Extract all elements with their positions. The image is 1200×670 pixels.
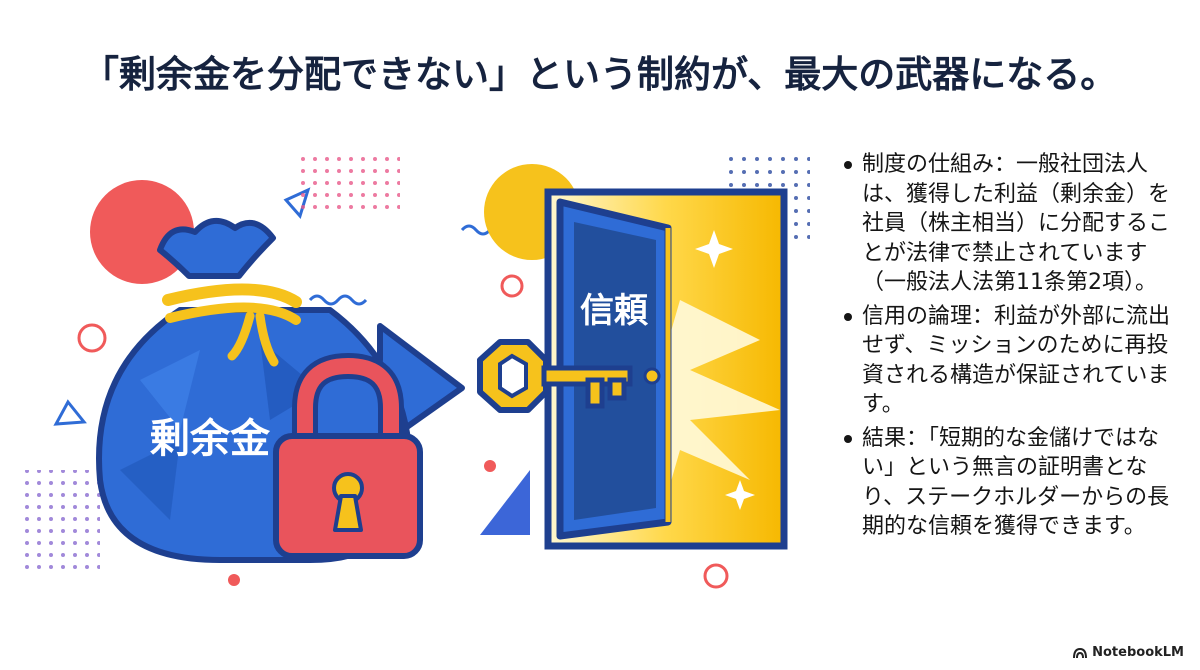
- brand-label: NotebookLM: [1092, 645, 1184, 660]
- sparkle-icon: [695, 230, 733, 268]
- key-icon: [477, 339, 633, 413]
- decor-ring-3: [703, 563, 729, 589]
- brand-footer: NotebookLM: [1073, 645, 1184, 660]
- decor-dot-2: [484, 460, 496, 472]
- decor-dots-pink: [300, 150, 400, 210]
- notebooklm-logo-icon: [1073, 647, 1088, 658]
- decor-ring-2: [500, 274, 524, 298]
- bullet-list: 制度の仕組み：一般社団法人は、獲得した利益（剰余金）を社員（株主相当）に分配する…: [842, 150, 1172, 546]
- slide-title: 「剰余金を分配できない」という制約が、最大の武器になる。: [82, 53, 1118, 96]
- bullet-mechanism: 制度の仕組み：一般社団法人は、獲得した利益（剰余金）を社員（株主相当）に分配する…: [842, 150, 1172, 298]
- bag-label: 剰余金: [150, 416, 271, 462]
- decor-squiggle: [308, 294, 368, 306]
- decor-dots-purple: [20, 470, 100, 570]
- door-label: 信頼: [580, 291, 649, 331]
- decor-ring: [77, 323, 107, 353]
- bullet-result: 結果：「短期的な金儲けではない」という無言の証明書となり、ステークホルダーからの…: [842, 424, 1172, 542]
- bullet-credit-logic: 信用の論理：利益が外部に流出せず、ミッションのために再投資される構造が保証されて…: [842, 302, 1172, 420]
- decor-dot-3: [228, 574, 240, 586]
- sparkle-icon-2: [725, 480, 755, 510]
- padlock-icon: [273, 352, 423, 559]
- decor-triangle-blue: [480, 470, 530, 535]
- decor-triangle-outline-2: [53, 399, 87, 426]
